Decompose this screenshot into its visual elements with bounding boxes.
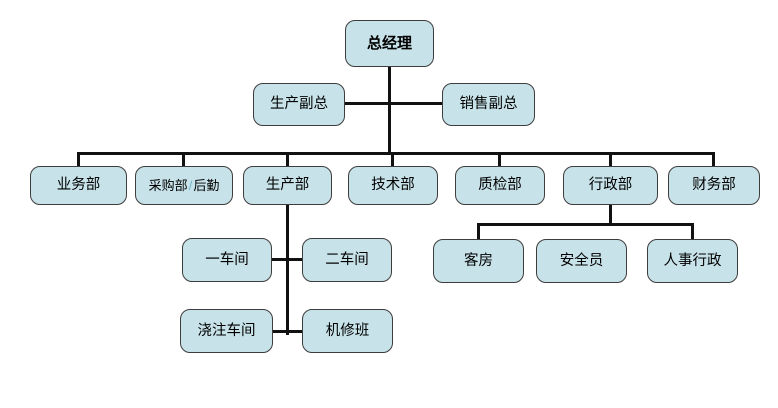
node-workshop-1[interactable]: 一车间 (182, 238, 272, 282)
connector-stub-quality (498, 154, 501, 166)
node-production-vp[interactable]: 生产副总 (253, 83, 345, 126)
connector-level3-bus (77, 152, 715, 155)
connector-gm-vertical (388, 67, 391, 155)
node-finance-dept[interactable]: 财务部 (668, 166, 760, 205)
connector-workshop-row1 (272, 258, 302, 261)
purchasing-label-before: 采购部 (148, 178, 188, 193)
connector-stub-admin (609, 154, 612, 166)
node-general-manager[interactable]: 总经理 (345, 20, 434, 67)
node-quality-dept[interactable]: 质检部 (455, 166, 545, 205)
connector-level2-horizontal (345, 102, 442, 105)
node-workshop-2[interactable]: 二车间 (302, 238, 392, 282)
connector-stub-business (77, 154, 80, 166)
connector-admin-vertical (609, 205, 612, 226)
purchasing-label-slash: / (188, 178, 193, 193)
connector-stub-purchasing (182, 154, 185, 166)
node-casting-workshop[interactable]: 浇注车间 (180, 309, 273, 353)
connector-stub-technology (391, 154, 394, 166)
node-hr-admin[interactable]: 人事行政 (647, 239, 738, 283)
node-safety-officer[interactable]: 安全员 (536, 239, 627, 283)
connector-admin-elbow-left (477, 223, 480, 239)
purchasing-label-after: 后勤 (193, 178, 220, 193)
connector-admin-bus (477, 223, 694, 226)
node-machine-repair-team[interactable]: 机修班 (302, 309, 393, 353)
connector-admin-elbow-right (691, 223, 694, 239)
node-housekeeping[interactable]: 客房 (433, 239, 524, 283)
connector-workshop-row2 (272, 330, 302, 333)
connector-production-vertical (286, 205, 289, 335)
node-admin-dept[interactable]: 行政部 (563, 166, 658, 205)
node-technology-dept[interactable]: 技术部 (348, 166, 438, 205)
connector-stub-production (286, 154, 289, 166)
node-sales-vp[interactable]: 销售副总 (442, 83, 535, 126)
connector-stub-finance (712, 154, 715, 166)
node-production-dept[interactable]: 生产部 (243, 166, 332, 205)
node-purchasing-logistics-dept[interactable]: 采购部/后勤 (135, 166, 233, 205)
node-business-dept[interactable]: 业务部 (30, 166, 127, 205)
